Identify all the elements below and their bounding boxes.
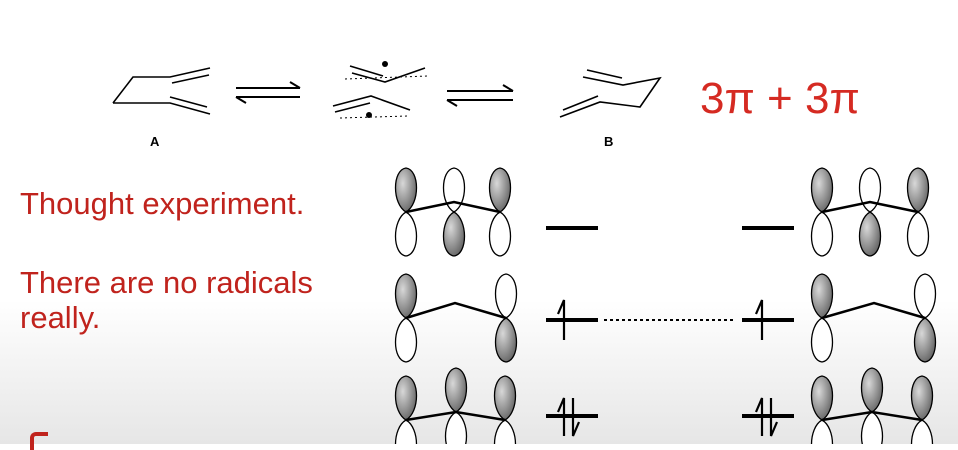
allyl-left-mo1 bbox=[394, 367, 517, 444]
electron-left-bottom-up bbox=[556, 397, 566, 436]
electron-right-bottom-up bbox=[754, 397, 764, 436]
radical-dot-top bbox=[382, 61, 388, 67]
molecule-b bbox=[559, 69, 662, 118]
equilibrium-arrow-2 bbox=[446, 84, 514, 107]
allyl-right-mo3 bbox=[810, 167, 930, 257]
electron-arrows bbox=[556, 299, 779, 437]
diradical-intermediate bbox=[332, 65, 429, 119]
allyl-right-mo2 bbox=[810, 273, 937, 363]
allyl-left-mo2 bbox=[394, 273, 518, 363]
electron-right-bottom-down bbox=[769, 398, 779, 437]
label-b: B bbox=[604, 134, 614, 149]
electron-left-bottom-down bbox=[571, 398, 581, 437]
no-radicals-text: There are no radicals really. bbox=[20, 265, 313, 335]
radical-dot-bottom bbox=[366, 112, 372, 118]
molecule-a bbox=[112, 67, 211, 115]
partial-arrow-glyph bbox=[30, 432, 48, 450]
equilibrium-arrow-1 bbox=[235, 81, 301, 104]
pi-electron-formula: 3π + 3π bbox=[700, 74, 860, 123]
allyl-left-mo3 bbox=[394, 167, 512, 257]
no-radicals-line1: There are no radicals bbox=[20, 265, 313, 300]
energy-levels bbox=[546, 226, 794, 418]
electron-left-mid bbox=[556, 299, 566, 340]
allyl-right-mo1 bbox=[810, 367, 934, 444]
thought-experiment-text: Thought experiment. bbox=[20, 186, 305, 221]
electron-right-mid bbox=[754, 299, 764, 340]
no-radicals-line2: really. bbox=[20, 300, 101, 335]
label-a: A bbox=[150, 134, 160, 149]
